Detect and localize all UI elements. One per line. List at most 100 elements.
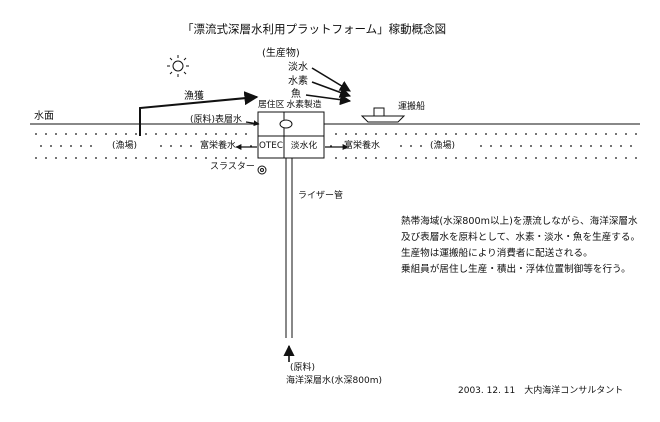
water-dot (105, 157, 107, 159)
riser-pipe-label: ライザー管 (298, 191, 344, 201)
water-dot (45, 157, 47, 159)
water-dot (75, 133, 77, 135)
water-dot (545, 157, 547, 159)
water-dot (50, 145, 52, 147)
water-dot (80, 145, 82, 147)
water-dot (145, 133, 147, 135)
water-dot (95, 157, 97, 159)
water-dot (90, 145, 92, 147)
water-dot (175, 157, 177, 159)
water-dot (335, 157, 337, 159)
fishing-arrow (139, 91, 259, 136)
water-dot (515, 157, 517, 159)
water-dot (135, 157, 137, 159)
water-dot (215, 133, 217, 135)
platform-cell-hydrogen: 水素製造 (286, 100, 322, 110)
water-dots (35, 133, 637, 159)
water-dot (575, 157, 577, 159)
water-dot (185, 157, 187, 159)
water-dot (105, 133, 107, 135)
water-dot (595, 157, 597, 159)
water-dot (465, 157, 467, 159)
water-dot (480, 145, 482, 147)
water-dot (530, 145, 532, 147)
product-arrows (305, 67, 352, 106)
water-dot (155, 157, 157, 159)
description-line-4: 乗組員が居住し生産・積出・浮体位置制御等を行う。 (401, 264, 631, 275)
water-dot (415, 157, 417, 159)
sea-surface-label: 水面 (34, 111, 54, 122)
water-dot (365, 157, 367, 159)
water-dot (225, 157, 227, 159)
water-dot (535, 133, 537, 135)
water-dot (455, 157, 457, 159)
water-dot (600, 145, 602, 147)
water-dot (115, 133, 117, 135)
water-dot (560, 145, 562, 147)
water-dot (475, 133, 477, 135)
water-dot (590, 145, 592, 147)
water-dot (620, 145, 622, 147)
water-dot (160, 145, 162, 147)
water-dot (355, 157, 357, 159)
fishing-ground-left-label: (漁場) (112, 141, 138, 151)
water-dot (615, 133, 617, 135)
water-dot (485, 157, 487, 159)
water-dot (410, 145, 412, 147)
water-dot (635, 133, 637, 135)
water-dot (445, 157, 447, 159)
nutrient-water-left-label: 富栄養水 (200, 141, 237, 151)
water-dot (490, 145, 492, 147)
water-dot (585, 157, 587, 159)
water-dot (35, 157, 37, 159)
water-dot (555, 133, 557, 135)
transport-ship-label: 運搬船 (398, 102, 426, 112)
water-dot (135, 133, 137, 135)
water-dot (85, 157, 87, 159)
water-dot (425, 157, 427, 159)
platform-cell-otec: OTEC (259, 141, 283, 151)
water-dot (585, 133, 587, 135)
surface-water-arrow (245, 120, 260, 127)
water-dot (575, 133, 577, 135)
water-dot (195, 133, 197, 135)
water-dot (540, 145, 542, 147)
water-dot (95, 133, 97, 135)
water-dot (245, 157, 247, 159)
water-dot (630, 145, 632, 147)
water-dot (485, 133, 487, 135)
water-dot (235, 133, 237, 135)
raw-deep-water-heading: (原料) (290, 363, 316, 373)
water-dot (395, 133, 397, 135)
water-dot (605, 133, 607, 135)
water-dot (395, 157, 397, 159)
water-dot (515, 133, 517, 135)
nutrient-water-right-label: 富栄養水 (344, 141, 381, 151)
water-dot (215, 157, 217, 159)
water-dot (535, 157, 537, 159)
water-dot (355, 133, 357, 135)
water-dot (175, 133, 177, 135)
water-dot (385, 157, 387, 159)
water-dot (555, 157, 557, 159)
water-dot (525, 133, 527, 135)
water-dot (475, 157, 477, 159)
water-dot (180, 145, 182, 147)
water-dot (405, 157, 407, 159)
water-dot (415, 133, 417, 135)
riser-pipe (285, 158, 293, 338)
water-dot (625, 157, 627, 159)
sun-icon (167, 55, 189, 77)
water-dot (170, 145, 172, 147)
water-dot (245, 133, 247, 135)
water-dot (345, 133, 347, 135)
fishing-label: 漁獲 (184, 91, 204, 102)
water-dot (65, 157, 67, 159)
water-dot (35, 133, 37, 135)
water-dot (545, 133, 547, 135)
description-line-1: 熱帯海域(水深800m以上)を漂流しながら、海洋深層水 (401, 216, 638, 227)
water-dot (45, 133, 47, 135)
water-dot (525, 157, 527, 159)
